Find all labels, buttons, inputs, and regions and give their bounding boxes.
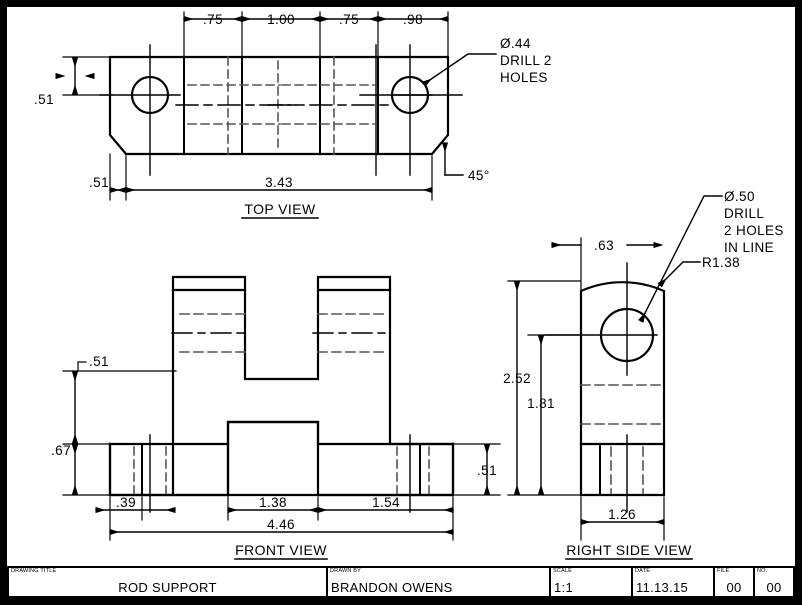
front-view-outline-fix	[108, 420, 455, 497]
front-view-right-extension-lines	[454, 443, 501, 496]
front-view-hidden-lines-boss	[179, 313, 384, 353]
callout-d50-line4: IN LINE	[724, 240, 774, 255]
right-side-view-bottom-block	[579, 442, 666, 497]
title-block-value-drawing-title: ROD SUPPORT	[118, 580, 217, 595]
title-block: DRAWING TITLE ROD SUPPORT DRAWN BY BRAND…	[7, 566, 795, 598]
dim-100: 1.00	[267, 12, 295, 27]
callout-d44-line2: DRILL 2	[500, 53, 552, 68]
top-view-hole-left	[130, 75, 170, 115]
title-block-header-number: NO.	[757, 568, 768, 574]
top-view-label: TOP VIEW	[244, 201, 316, 217]
top-view-hole-leader	[421, 53, 497, 87]
dim-154: 1.54	[372, 495, 400, 510]
dim-063: .63	[594, 238, 614, 253]
dim-181: 1.81	[527, 396, 555, 411]
front-view-hidden-lines-flange	[133, 446, 430, 494]
dim-252: 2.52	[503, 371, 531, 386]
dim-098: .98	[403, 12, 423, 27]
title-block-value-number: 00	[766, 580, 782, 595]
callout-d44-line1: Ø.44	[500, 36, 531, 51]
title-block-value-file: 00	[726, 580, 742, 595]
title-block-value-date: 11.13.15	[636, 580, 689, 595]
title-block-header-drawn-by: DRAWN BY	[330, 568, 362, 574]
dim-039: .39	[116, 495, 136, 510]
title-block-cell-number: NO. 00	[755, 568, 793, 596]
top-view-left-dimension	[55, 56, 113, 96]
callout-d50-line1: Ø.50	[724, 189, 755, 204]
front-view-outline	[108, 275, 455, 497]
top-view-centerlines	[99, 44, 463, 176]
title-block-value-drawn-by: BRANDON OWENS	[331, 580, 453, 595]
title-block-cell-drawing-title: DRAWING TITLE ROD SUPPORT	[9, 568, 328, 596]
right-side-view-outline	[579, 281, 666, 446]
title-block-cell-date: DATE 11.13.15	[633, 568, 715, 596]
title-block-value-scale: 1:1	[554, 580, 573, 595]
top-view-chamfer-leader	[441, 142, 464, 176]
right-side-view-label: RIGHT SIDE VIEW	[566, 542, 692, 558]
title-block-header-file: FILE	[717, 568, 730, 574]
title-block-cell-scale: SCALE 1:1	[551, 568, 633, 596]
dim-138: 1.38	[259, 495, 287, 510]
right-side-view-left-extension-lines	[507, 280, 581, 496]
dim-051-top-left: .51	[34, 92, 54, 107]
front-view-flange-divider	[141, 443, 421, 496]
right-side-view-left-dimension-arrows	[513, 281, 545, 495]
dim-067: .67	[51, 443, 71, 458]
right-side-view-hole-leader	[638, 195, 723, 323]
title-block-header-drawing-title: DRAWING TITLE	[11, 568, 57, 574]
dim-343: 3.43	[265, 175, 293, 190]
title-block-header-scale: SCALE	[553, 568, 573, 574]
front-view-left-extension-lines	[62, 370, 177, 496]
callout-d44-line3: HOLES	[500, 70, 548, 85]
front-view-bottom-dimension-arrows	[95, 506, 454, 536]
dim-051-front-right: .51	[477, 463, 497, 478]
front-view-51-leader	[77, 361, 87, 372]
front-view-flange-centerlines	[149, 434, 411, 513]
right-side-view-bottom-extension-lines	[580, 496, 665, 541]
dim-126: 1.26	[608, 507, 636, 522]
callout-r138: R1.38	[702, 255, 740, 270]
dim-075-b: .75	[339, 12, 359, 27]
front-view-label: FRONT VIEW	[235, 542, 327, 558]
callout-d50-line3: 2 HOLES	[724, 223, 784, 238]
top-view-hidden-lines	[187, 56, 375, 155]
title-block-header-date: DATE	[635, 568, 651, 574]
dim-075-a: .75	[203, 12, 223, 27]
dim-446: 4.46	[267, 517, 295, 532]
callout-d50-line2: DRILL	[724, 206, 764, 221]
dim-051-front-upper: .51	[89, 354, 109, 369]
dim-051-bottom-left: .51	[89, 175, 109, 190]
title-block-cell-drawn-by: DRAWN BY BRANDON OWENS	[328, 568, 551, 596]
right-side-view-hidden-lines	[580, 384, 665, 494]
title-block-cell-file: FILE 00	[715, 568, 755, 596]
right-side-view-radius-leader	[657, 261, 701, 288]
angle-45-label: 45°	[468, 168, 490, 183]
view-label-underlines	[234, 217, 693, 560]
